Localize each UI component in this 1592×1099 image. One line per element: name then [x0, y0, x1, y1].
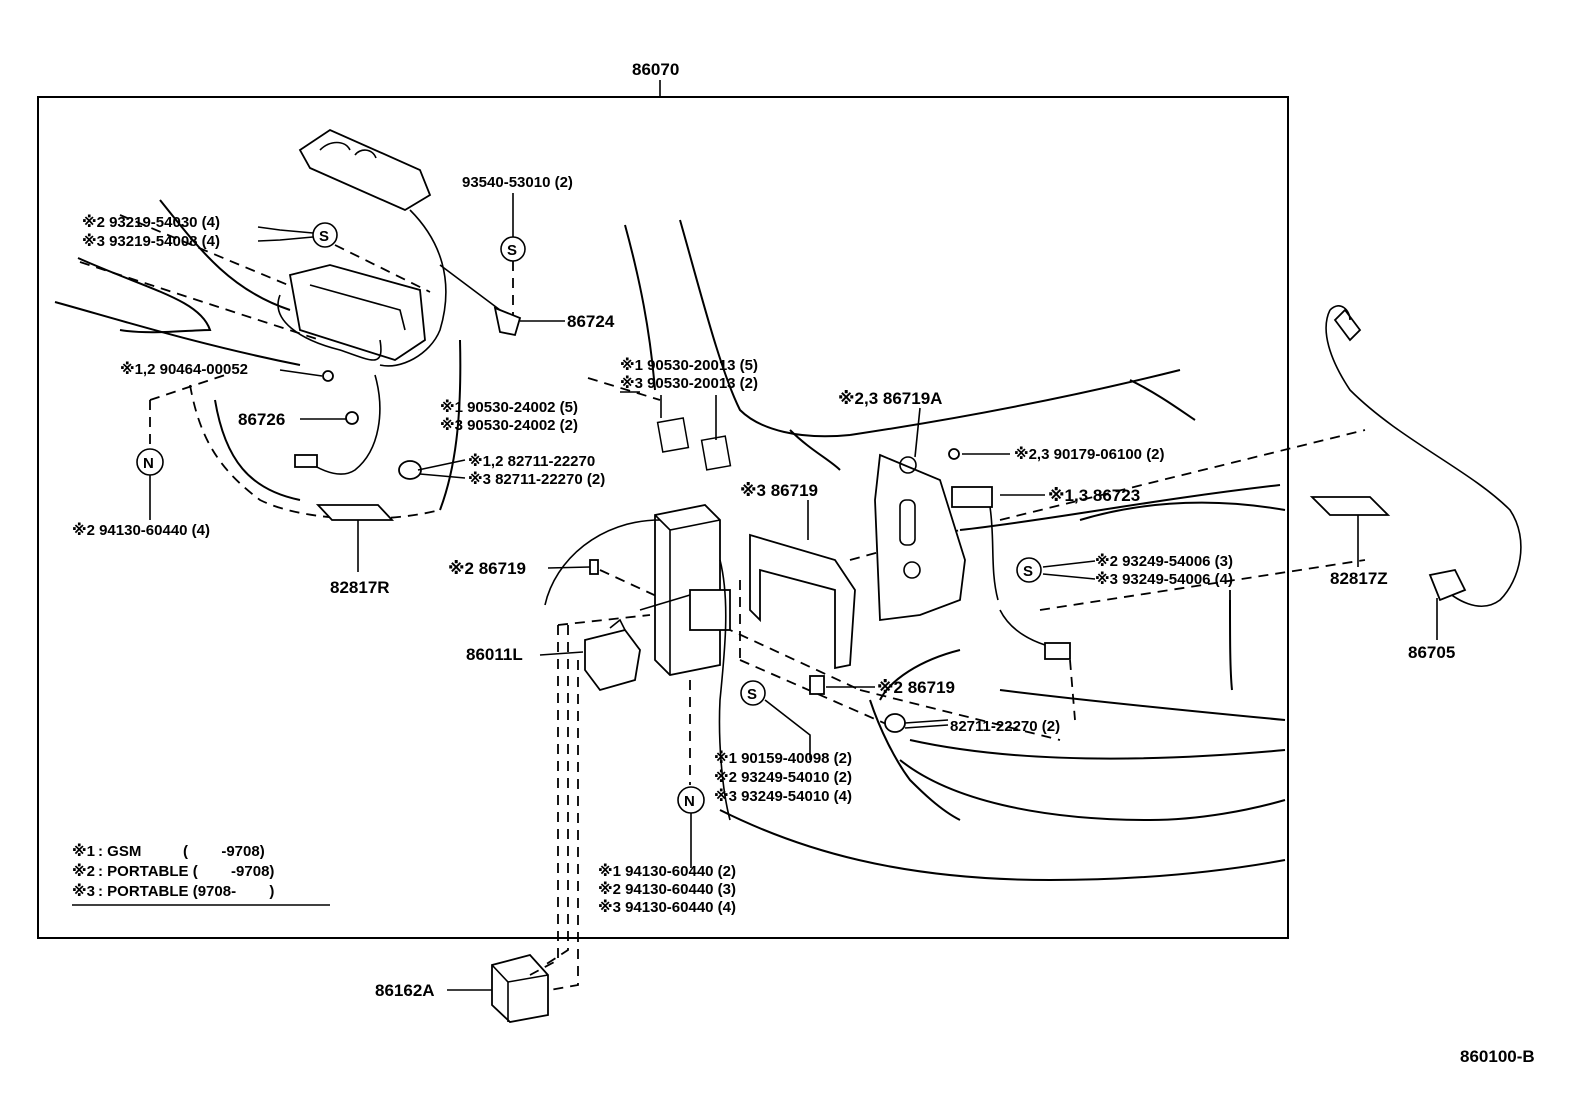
callout-93249-54010-b: ※3 93249-54010 (4)	[714, 787, 852, 805]
legend: ※1 : GSM ( -9708) ※2 : PORTABLE ( -9708)…	[72, 842, 330, 906]
callout-86724: 86724	[567, 312, 615, 331]
callout-90530-24002-b: ※3 90530-24002 (2)	[440, 416, 578, 434]
callout-93219-54030: ※2 93219-54030 (4)	[82, 213, 220, 231]
legend-mark-1: ※1	[72, 842, 95, 860]
callout-93249-54006-b: ※3 93249-54006 (4)	[1095, 570, 1233, 588]
s-symbol-3: S	[1016, 557, 1042, 583]
bracket	[589, 533, 856, 695]
callout-93249-54010-a: ※2 93249-54010 (2)	[714, 768, 852, 786]
s-symbol-1: S	[312, 222, 338, 248]
svg-text:N: N	[684, 793, 695, 810]
assembly-number: 86070	[632, 60, 679, 79]
callout-90530-20013-b: ※3 90530-20013 (2)	[620, 374, 758, 392]
callout-94130-60440-top: ※2 94130-60440 (4)	[72, 521, 210, 539]
callout-82711-22270-b: ※3 82711-22270 (2)	[468, 470, 605, 488]
control-unit	[544, 504, 731, 821]
callout-82817Z: 82817Z	[1330, 569, 1388, 588]
n-symbol-1: N	[136, 448, 164, 476]
svg-text:N: N	[143, 455, 154, 472]
handset-part	[277, 128, 522, 367]
callout-82711-22270-a: ※1,2 82711-22270	[468, 452, 595, 470]
svg-text:S: S	[747, 686, 757, 703]
vehicle-body-outline	[54, 199, 1366, 882]
s-symbol-2: S	[500, 236, 526, 262]
svg-text:S: S	[1023, 563, 1033, 580]
assembly-frame	[37, 96, 1289, 939]
callout-90530-24002-a: ※1 90530-24002 (5)	[440, 398, 578, 416]
antenna-cable-86705	[1325, 305, 1522, 607]
callout-94130-60440-b: ※2 94130-60440 (3)	[598, 880, 736, 898]
dashed-wiring	[529, 580, 741, 991]
callout-94130-60440-c: ※3 94130-60440 (4)	[598, 898, 736, 916]
callout-93219-54008: ※3 93219-54008 (4)	[82, 232, 220, 250]
callout-90159-40098: ※1 90159-40098 (2)	[714, 749, 852, 767]
callout-86719-2a: ※2 86719	[448, 559, 526, 578]
drawing-id: 860100-B	[1460, 1047, 1535, 1066]
handset-cord	[294, 374, 381, 475]
legend-mark-2: ※2	[72, 862, 95, 880]
callout-90530-20013-a: ※1 90530-20013 (5)	[620, 356, 758, 374]
callout-86162A: 86162A	[375, 981, 435, 1000]
mounting-plate	[874, 453, 966, 622]
s-symbol-4: S	[740, 680, 766, 706]
part-86162A	[491, 953, 549, 1023]
svg-text:S: S	[319, 228, 329, 245]
connector-86723	[951, 486, 1071, 660]
fasteners	[322, 370, 960, 733]
callout-82817R: 82817R	[330, 578, 390, 597]
callout-86719A: ※2,3 86719A	[838, 389, 942, 408]
callout-86705: 86705	[1408, 643, 1455, 662]
callout-90464-00052: ※1,2 90464-00052	[120, 360, 248, 378]
n-symbol-2: N	[677, 786, 705, 814]
callout-86011L: 86011L	[466, 645, 523, 664]
legend-text-2: : PORTABLE ( -9708)	[98, 863, 274, 880]
legend-text-3: : PORTABLE (9708- )	[98, 883, 274, 900]
callout-86719-2b: ※2 86719	[877, 678, 955, 697]
callout-93540-53010: 93540-53010 (2)	[462, 174, 573, 191]
callout-94130-60440-a: ※1 94130-60440 (2)	[598, 862, 736, 880]
callout-82711-22270-c: 82711-22270 (2)	[950, 718, 1060, 735]
callout-86723: ※1,3 86723	[1048, 486, 1140, 505]
svg-text:S: S	[507, 242, 517, 259]
legend-text-1: : GSM ( -9708)	[98, 843, 265, 860]
leader-lines	[149, 193, 1438, 991]
callout-90179-06100: ※2,3 90179-06100 (2)	[1014, 445, 1165, 463]
callout-93249-54006-a: ※2 93249-54006 (3)	[1095, 552, 1233, 570]
callout-86726: 86726	[238, 410, 285, 429]
legend-mark-3: ※3	[72, 882, 95, 900]
callout-86719-3: ※3 86719	[740, 481, 818, 500]
label-stickers	[315, 417, 1391, 521]
part-86011L	[584, 618, 641, 692]
